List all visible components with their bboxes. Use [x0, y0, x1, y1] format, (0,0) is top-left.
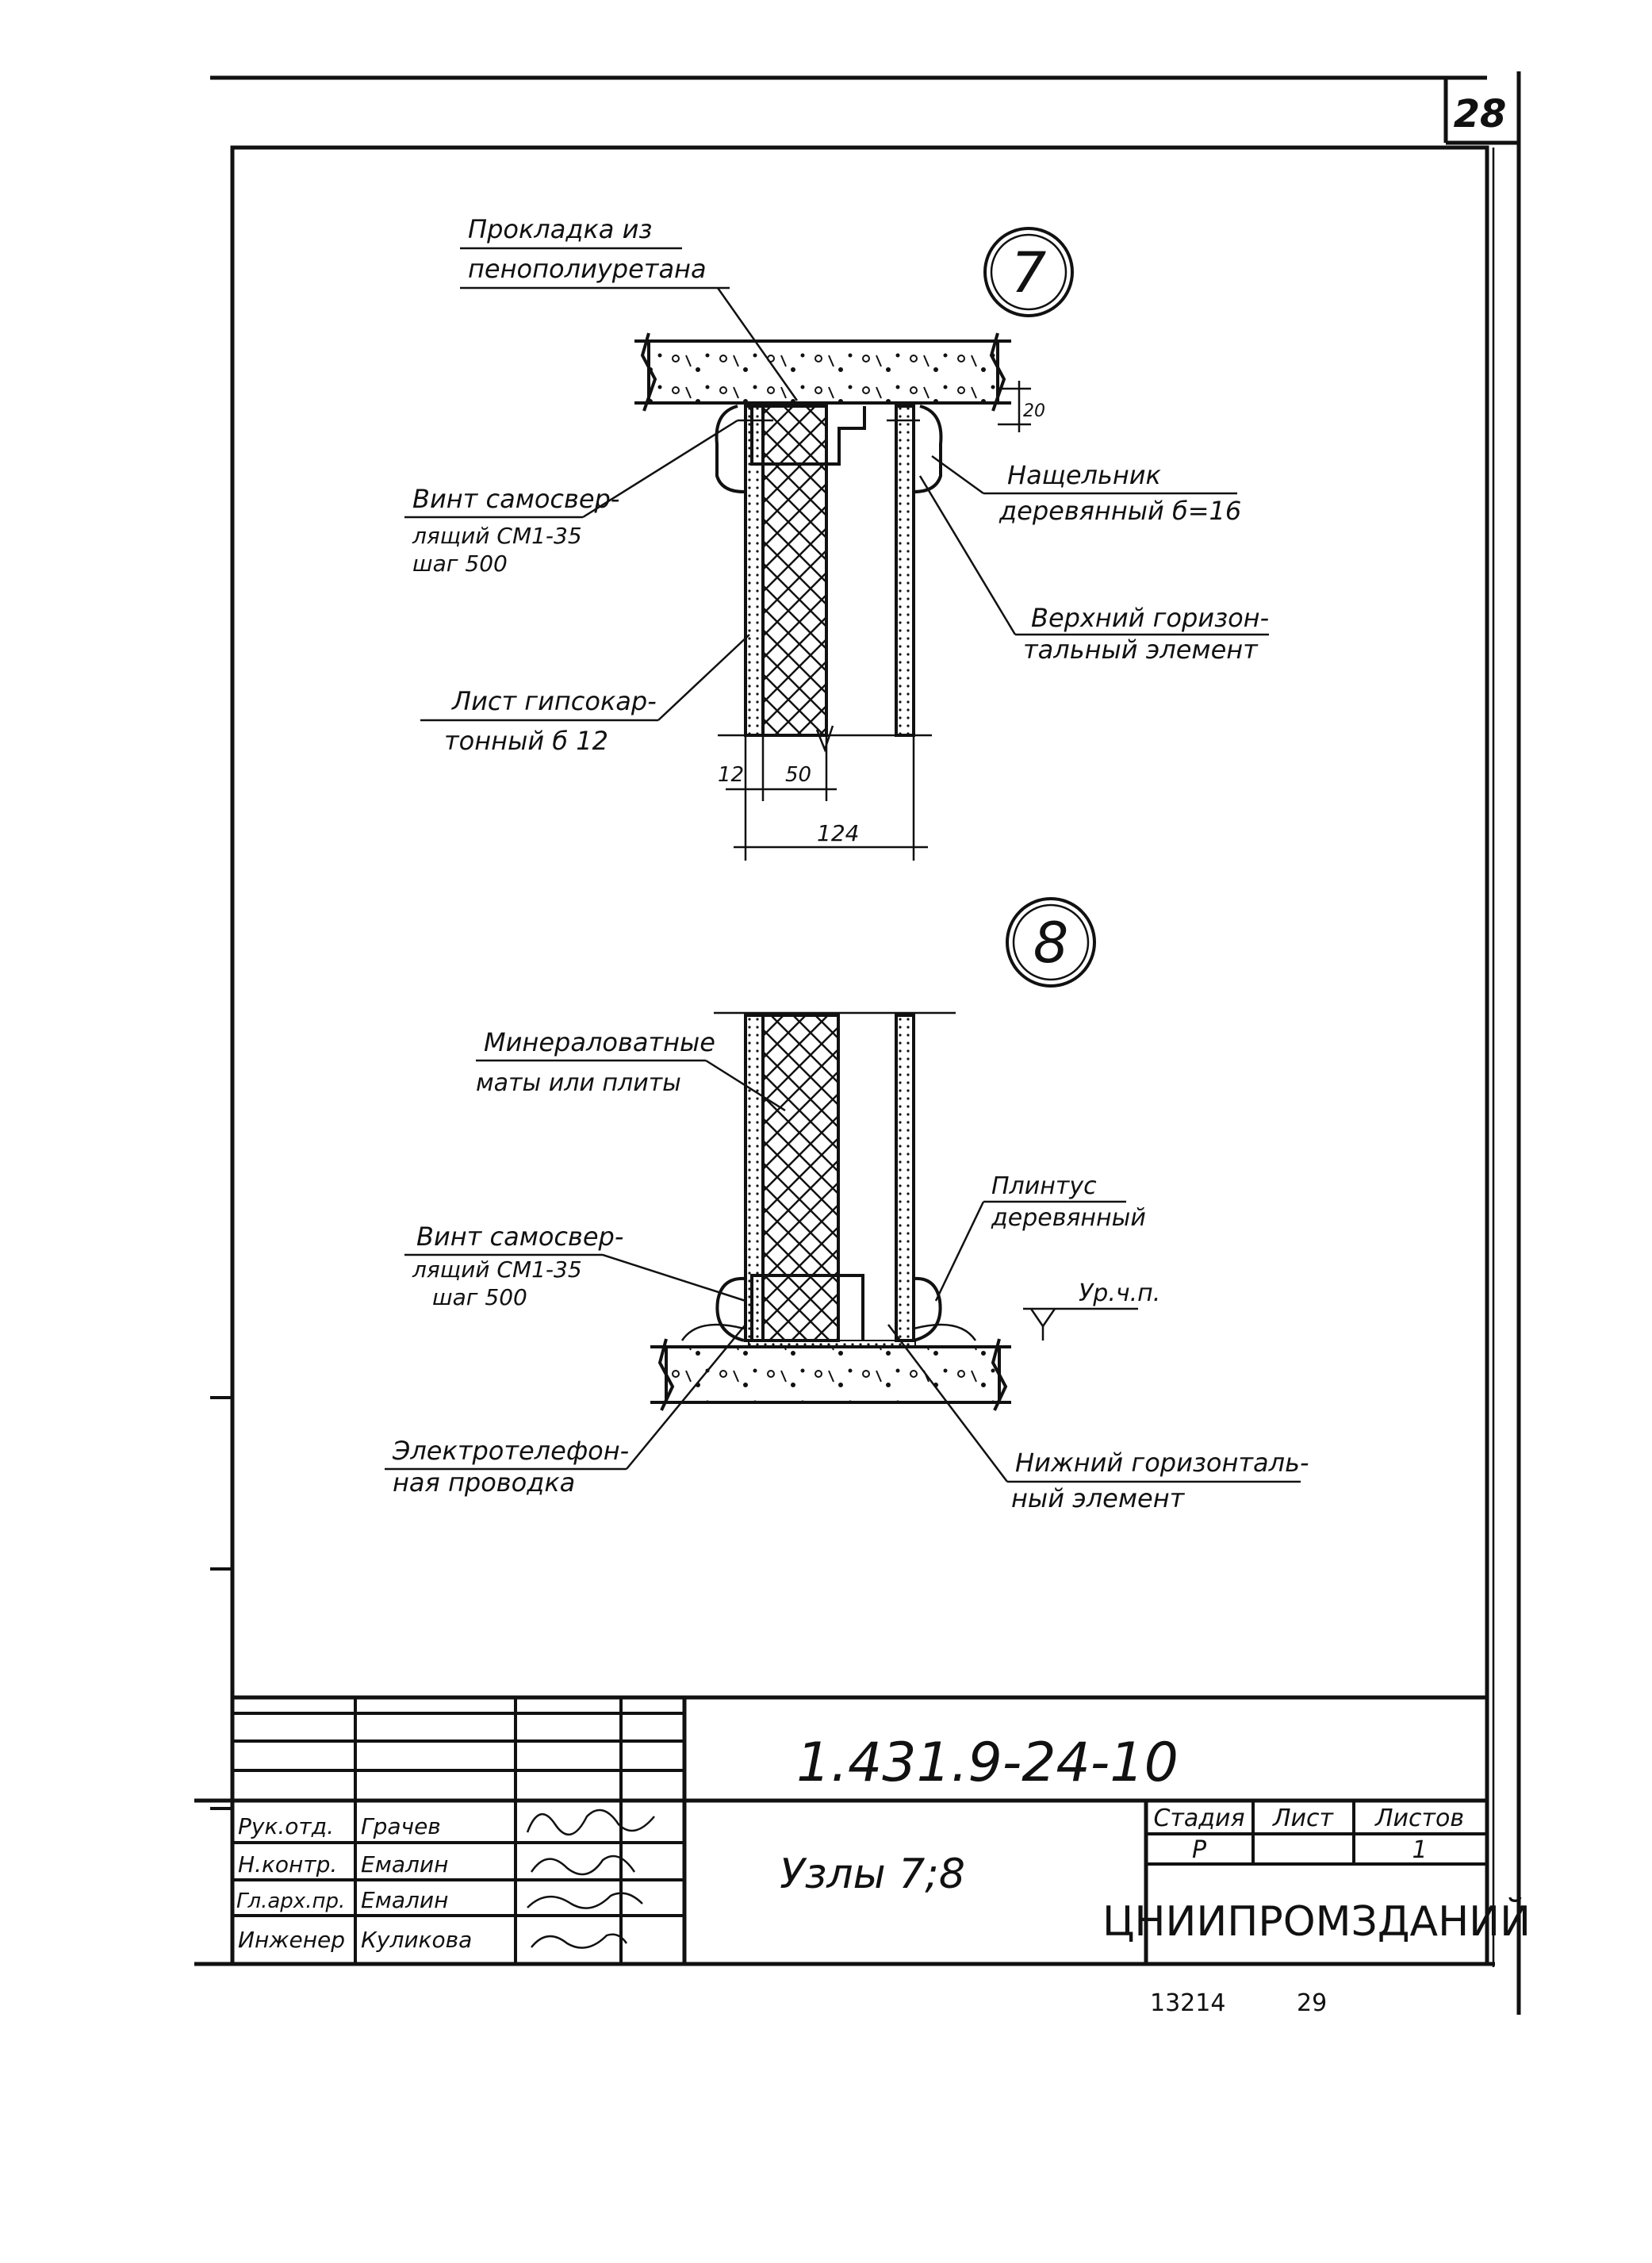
- title-block: [194, 1695, 1487, 1964]
- role-1: Рук.отд.: [238, 1813, 334, 1839]
- insulation-core-8: [761, 1014, 840, 1342]
- node-8-callouts: Минераловатные маты или плиты Плинтус де…: [385, 1027, 1309, 1513]
- floor-slab: [665, 1345, 1001, 1404]
- node-8-marker: [1006, 897, 1096, 988]
- name-4: Куликова: [361, 1927, 472, 1953]
- role-3: Гл.арх.пр.: [236, 1889, 345, 1913]
- document-code: 1.431.9-24-10: [796, 1732, 1179, 1794]
- dim-124: 124: [817, 820, 859, 846]
- label-mineral-2: маты или плиты: [476, 1069, 681, 1097]
- label-gasket-2: пенополиуретана: [468, 254, 707, 284]
- label-mineral-1: Минераловатные: [484, 1027, 715, 1057]
- approval-rows: Рук.отд. Грачев Н.контр. Емалин Гл.арх.п…: [236, 1813, 472, 1953]
- stage-header: Стадия: [1153, 1805, 1244, 1832]
- node-7-dimensions: 12 50 124 20: [718, 381, 1045, 861]
- gypsum-board-left-8: [744, 1014, 765, 1342]
- role-2: Н.контр.: [238, 1851, 337, 1878]
- label-screw8-1: Винт самосвер-: [416, 1222, 623, 1252]
- label-screw8-2: лящий СМ1-35: [412, 1256, 582, 1283]
- sheets-header: Листов: [1374, 1805, 1464, 1832]
- name-1: Грачев: [361, 1813, 441, 1839]
- label-electric-2: ная проводка: [393, 1467, 575, 1498]
- node-7-marker: [983, 227, 1074, 317]
- label-screw8-3: шаг 500: [432, 1284, 527, 1310]
- stage-value: Р: [1192, 1836, 1207, 1864]
- label-level: Ур.ч.п.: [1079, 1279, 1160, 1307]
- label-top-element-1: Верхний горизон-: [1031, 603, 1269, 633]
- node-7-number: 7: [1011, 240, 1047, 305]
- role-4: Инженер: [238, 1927, 345, 1953]
- organization: ЦНИИПРОМЗДАНИЙ: [1102, 1897, 1531, 1946]
- node-8-number: 8: [1033, 911, 1069, 976]
- dim-50: 50: [785, 763, 811, 787]
- wood-plinth-left: [715, 1276, 746, 1342]
- drawing-title: Узлы 7;8: [780, 1851, 965, 1898]
- copy-number: 29: [1297, 1989, 1327, 2017]
- label-plinth7-1: Нащельник: [1007, 460, 1162, 490]
- label-electric-1: Электротелефон-: [392, 1436, 629, 1466]
- label-screw7-2: лящий СМ1-35: [412, 523, 582, 549]
- wood-plinth-right: [913, 1276, 942, 1342]
- node-8-drawing: 8: [650, 897, 1138, 1411]
- gypsum-board-right: [895, 405, 915, 737]
- label-bottom-element-1: Нижний горизонталь-: [1015, 1448, 1309, 1478]
- node-7-drawing: 7: [634, 227, 1074, 753]
- page-number: 28: [1454, 92, 1507, 136]
- sheets-value: 1: [1412, 1836, 1427, 1864]
- wood-batten-left: [715, 405, 745, 493]
- label-screw7-1: Винт самосвер-: [412, 484, 619, 514]
- label-screw7-3: шаг 500: [412, 550, 508, 577]
- name-3: Емалин: [361, 1887, 448, 1913]
- signatures: [526, 1808, 655, 1949]
- label-plinth8-2: деревянный: [991, 1204, 1146, 1232]
- label-plinth7-2: деревянный б=16: [998, 496, 1241, 526]
- label-gypsum-1: Лист гипсокар-: [451, 686, 657, 716]
- insulation-core: [761, 405, 828, 737]
- label-gasket-1: Прокладка из: [468, 214, 652, 244]
- ceiling-slab: [647, 339, 999, 405]
- wood-batten-right: [913, 405, 943, 493]
- name-2: Емалин: [361, 1851, 448, 1878]
- label-plinth8-1: Плинтус: [991, 1172, 1097, 1200]
- dim-20: 20: [1023, 401, 1045, 421]
- gypsum-board-right-8: [895, 1014, 915, 1342]
- dim-12: 12: [718, 763, 744, 787]
- label-top-element-2: тальный элемент: [1023, 635, 1259, 665]
- inventory-number: 13214: [1150, 1989, 1225, 2017]
- label-gypsum-2: тонный б 12: [444, 726, 608, 756]
- sheet-frame: [194, 71, 1521, 2015]
- label-bottom-element-2: ный элемент: [1011, 1483, 1186, 1513]
- node-7-callouts: Прокладка из пенополиуретана Винт самосв…: [404, 214, 1269, 756]
- gypsum-board-left: [744, 405, 765, 737]
- sheet-header: Лист: [1272, 1805, 1335, 1832]
